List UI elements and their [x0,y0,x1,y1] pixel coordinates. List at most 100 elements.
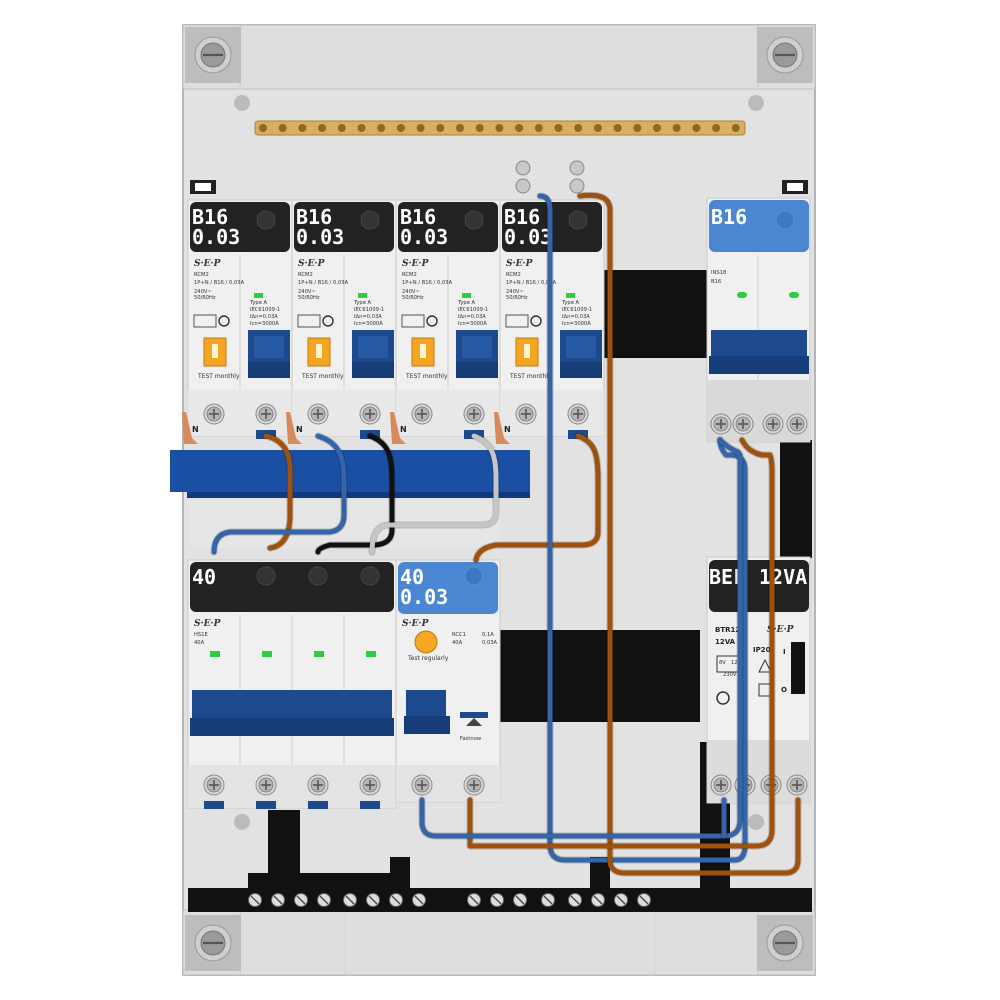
terminal-screw-icon [359,774,381,796]
terminal-screw-icon [710,413,732,435]
din-clip [195,183,211,191]
neutral-screw-icon [512,892,528,908]
busbar-comb [170,450,530,492]
earth-bar-hole [436,124,445,132]
earth-bar-hole [672,124,681,132]
main-switch-indicator-icon [210,651,220,657]
isolator-indicator-icon [737,292,747,298]
rccb-sensitivity-label: 0.03 [400,585,448,609]
terminal-foot [308,801,328,809]
terminal-screw-icon [786,774,808,796]
rcbo-toggle [560,362,602,378]
isolator-top-screw-icon [775,210,795,230]
rccb-rating-label: 40 [400,565,424,589]
rcbo-icn-text: Icn=3000A [250,321,279,327]
terminal-foot [256,801,276,809]
main-switch-brand-logo: S·E·P [194,619,221,629]
rccb-arrow-icon [466,718,482,726]
main-switch-top-screw-icon [256,566,276,586]
main-switch-indicator-icon [262,651,272,657]
earth-bar-hole [554,124,563,132]
rcbo-type-text: Type A [561,300,580,306]
rcbo-standard-text: IEC61009-1 [250,307,280,313]
ce-mark-icon [218,315,230,327]
main-switch-model-text: HS1E [194,632,208,638]
isolator-toggle [709,356,809,374]
rcbo-toggle [254,336,284,358]
rcbo-test-label: TEST monthly [301,373,344,380]
earth-post-icon [569,160,585,176]
rcbo-indicator-icon [254,293,263,298]
rcbo-rating-label: B16 [192,205,228,229]
neutral-screw-icon [613,892,629,908]
rcbo-idn-text: IΔn=0,03A [250,314,278,320]
certification-mark-icon [297,314,321,328]
isolator-sub-text: B16 [711,279,721,285]
rcbo-model-text: RCM2 [298,272,313,278]
neutral-screw-icon [388,892,404,908]
rcbo-standard-text: IEC61009-1 [458,307,488,313]
rcbo-voltage-text: 240V~ [506,289,524,295]
rcbo-neutral-label: N [400,425,407,434]
rcbo-sensitivity-label: 0.03 [296,225,344,249]
rcbo-toggle [248,362,290,378]
earth-bar-hole [337,124,346,132]
rccb-slider-icon [460,712,488,718]
black-tail-1 [315,433,395,555]
bell-model-text: BTR12 [715,626,740,634]
earth-bar-hole [712,124,721,132]
test-button-icon [524,344,530,358]
blue-bell-feed [419,437,743,839]
ce-mark-icon [426,315,438,327]
rcbo-standard-text: IEC61009-1 [354,307,384,313]
earth-bar-hole [534,124,543,132]
rccb-switch-label: Fastnow [460,736,482,742]
grey-tail-1 [369,433,499,555]
bell-on-mark: I [783,648,786,656]
rccb-right-sub-text: 0,03A [482,640,498,646]
rcbo-idn-text: IΔn=0,03A [354,314,382,320]
neutral-screw-icon [293,892,309,908]
enclosure-top-cover [182,24,816,90]
rcbo-voltage-text: 240V~ [402,289,420,295]
earth-bar-hole [731,124,740,132]
earth-bar-hole [495,124,504,132]
earth-bar-hole [653,124,661,132]
rccb-terminal-block [396,765,500,802]
test-button-icon [420,344,426,358]
rcbo-model-text: RCM2 [194,272,209,278]
rcbo-model-text: RCM2 [402,272,417,278]
isolator-rating-label: B16 [711,205,747,229]
rcbo-brand-logo: S·E·P [298,259,325,269]
rcbo-toggle [566,336,596,358]
neutral-tail [390,412,406,444]
terminal-screw-icon [203,774,225,796]
terminal-foot [360,801,380,809]
main-switch-indicator-icon [314,651,324,657]
brown-tail-2 [473,433,601,563]
rcbo-spec-text: 1P+N / B16 / 0,03A [506,280,556,286]
earth-bar-hole [357,124,366,132]
rcbo-spec-text: 1P+N / B16 / 0,03A [298,280,348,286]
bell-sub-text: 12VA [715,638,736,646]
neutral-tail [182,412,198,444]
rcbo-voltage-text: 240V~ [194,289,212,295]
bell-vout-text: 8V [719,660,726,666]
main-switch-indicator-icon [366,651,376,657]
rcbo-voltage-text: 240V~ [298,289,316,295]
rcbo-icn-text: Icn=3000A [458,321,487,327]
corner-screw-icon [757,27,813,83]
terminal-foot [204,801,224,809]
earth-bar-hole [475,124,484,132]
neutral-screw-icon [365,892,381,908]
rcbo-indicator-icon [358,293,367,298]
rcbo-neutral-label: N [296,425,303,434]
bell-ip-text: IP20 [753,646,771,654]
rcbo-rating-label: B16 [400,205,436,229]
rccb-test-label: Test regularly [407,655,449,662]
earth-bar-hole [692,124,701,132]
neutral-screw-icon [247,892,263,908]
